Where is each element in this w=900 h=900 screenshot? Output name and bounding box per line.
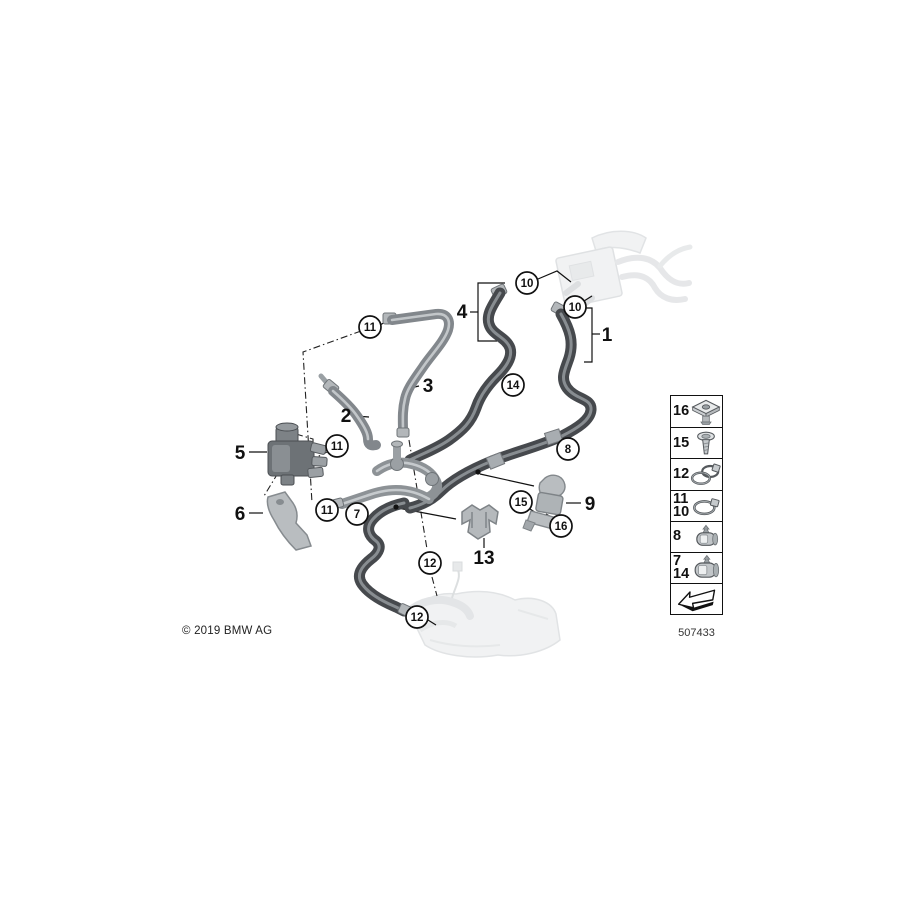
label-part-4[interactable]: 4 (457, 302, 468, 323)
callout-10a[interactable]: 10 (515, 271, 539, 295)
callout-14[interactable]: 14 (501, 373, 525, 397)
svg-text:15: 15 (515, 497, 528, 509)
svg-text:8: 8 (565, 444, 572, 456)
bracket-part-6 (266, 491, 312, 551)
label-part-1[interactable]: 1 (602, 325, 613, 346)
svg-text:11: 11 (321, 505, 334, 517)
legend-row-15[interactable]: 15 (671, 427, 722, 458)
holder-part-9 (522, 474, 566, 532)
hose-2 (318, 373, 381, 451)
callout-11b[interactable]: 11 (325, 434, 349, 458)
label-part-2[interactable]: 2 (341, 406, 352, 427)
svg-text:12: 12 (424, 558, 437, 570)
hose-lower-s (353, 497, 414, 618)
callout-12b[interactable]: 12 (405, 605, 429, 629)
legend-num: 8 (673, 528, 682, 545)
label-part-6[interactable]: 6 (235, 504, 246, 525)
legend-row-arrow[interactable] (671, 583, 722, 614)
svg-text:10: 10 (569, 302, 582, 314)
callout-16[interactable]: 16 (549, 514, 573, 538)
legend-num: 16 (673, 403, 690, 420)
callout-11c[interactable]: 11 (315, 498, 339, 522)
svg-text:10: 10 (521, 278, 534, 290)
hose-holder-clip-icon (690, 523, 721, 551)
screw-icon (690, 429, 721, 457)
label-part-5[interactable]: 5 (235, 443, 246, 464)
legend-num: 15 (673, 434, 690, 451)
fastener-legend: 16 15 12 (670, 395, 723, 616)
svg-text:7: 7 (354, 509, 360, 521)
callout-15[interactable]: 15 (509, 490, 533, 514)
svg-text:12: 12 (411, 612, 424, 624)
hose-clamp-icon (690, 492, 721, 520)
svg-text:11: 11 (364, 322, 377, 334)
legend-num: 11 (673, 490, 689, 507)
legend-row-16[interactable]: 16 (671, 396, 722, 427)
legend-row-7-14[interactable]: 7 14 (671, 551, 722, 583)
callout-8[interactable]: 8 (556, 437, 580, 461)
legend-num: 14 (673, 566, 690, 583)
legend-row-11-10[interactable]: 11 10 (671, 489, 722, 521)
double-hose-clamp-icon (690, 460, 722, 488)
flange-nut-icon (690, 398, 721, 426)
part-number-labels: 1 2 3 4 5 6 9 13 (235, 302, 613, 569)
direction-arrow-icon (673, 585, 721, 613)
copyright-text: © 2019 BMW AG (182, 625, 273, 637)
legend-num: 7 (673, 553, 682, 570)
clip-part-13 (461, 504, 499, 540)
hose-1-8 (404, 301, 597, 514)
callout-12a[interactable]: 12 (418, 551, 442, 575)
valve-part-5 (267, 422, 328, 486)
document-number: 507433 (678, 627, 715, 639)
hose-holder-clip-large-icon (690, 554, 721, 582)
callout-11a[interactable]: 11 (358, 315, 382, 339)
hose-3 (382, 308, 454, 438)
legend-num: 10 (673, 503, 690, 520)
svg-text:14: 14 (507, 380, 520, 392)
faded-engine-part (404, 561, 561, 658)
svg-text:16: 16 (555, 521, 568, 533)
legend-row-8[interactable]: 8 (671, 520, 722, 552)
legend-num: 12 (673, 465, 690, 482)
legend-row-12[interactable]: 12 (671, 458, 722, 489)
label-part-3[interactable]: 3 (423, 376, 434, 397)
callout-balloons: 10 10 11 14 11 8 11 7 (315, 271, 587, 629)
hose-4-14 (404, 283, 517, 466)
svg-text:11: 11 (331, 441, 344, 453)
label-part-9[interactable]: 9 (585, 494, 596, 515)
callout-7[interactable]: 7 (345, 502, 369, 526)
hose-assembly-7 (331, 440, 481, 510)
label-part-13[interactable]: 13 (473, 548, 494, 569)
callout-10b[interactable]: 10 (563, 295, 587, 319)
